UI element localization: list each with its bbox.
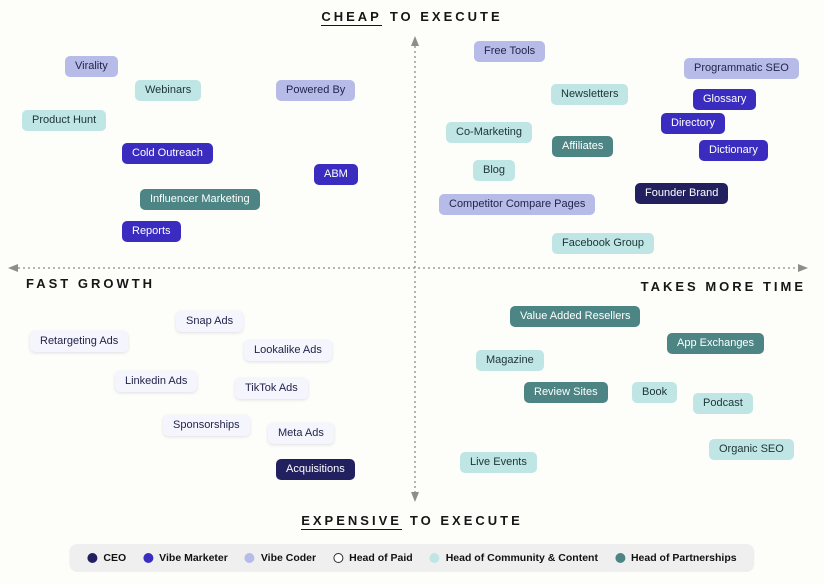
legend-label: Head of Partnerships — [630, 552, 737, 564]
channel-tag: Programmatic SEO — [684, 58, 799, 79]
channel-tag: Virality — [65, 56, 118, 77]
channel-tag: Linkedin Ads — [115, 371, 198, 392]
axis-label-expensive-word: EXPENSIVE — [301, 513, 402, 530]
axis-label-cheap: CHEAP TO EXECUTE — [0, 9, 824, 26]
legend-label: CEO — [103, 552, 127, 564]
channel-tag: Facebook Group — [552, 233, 654, 254]
channel-tag: Podcast — [693, 393, 753, 414]
channel-tag: Book — [632, 382, 678, 403]
channel-tag: Co-Marketing — [446, 122, 533, 143]
channel-tag: Founder Brand — [635, 183, 729, 204]
channel-tag: Review Sites — [524, 382, 608, 403]
channel-tag: ABM — [314, 164, 358, 185]
legend-color-dot — [614, 553, 625, 563]
legend-item: CEO — [87, 552, 126, 564]
arrow-down-icon — [411, 492, 419, 502]
axis-label-cheap-rest: TO EXECUTE — [389, 9, 503, 24]
legend-item: Head of Partnerships — [614, 552, 737, 564]
legend-label: Head of Paid — [349, 552, 413, 564]
channel-tag: Free Tools — [474, 41, 546, 62]
channel-tag: Blog — [473, 160, 516, 181]
channel-tag: Directory — [661, 113, 726, 134]
channel-tag: Retargeting Ads — [30, 331, 129, 352]
legend-item: Vibe Coder — [244, 552, 317, 564]
channel-tag: Value Added Resellers — [510, 306, 641, 327]
channel-tag: Newsletters — [551, 84, 629, 105]
channel-tag: Influencer Marketing — [140, 189, 260, 210]
axis-label-takes-more-time: TAKES MORE TIME — [640, 279, 806, 294]
axis-label-expensive-rest: TO EXECUTE — [409, 513, 523, 528]
channel-tag: Powered By — [276, 80, 356, 101]
channel-tag: TikTok Ads — [235, 378, 308, 399]
legend-color-dot — [429, 553, 440, 563]
channel-tag: Product Hunt — [22, 110, 107, 131]
arrow-up-icon — [411, 36, 419, 46]
channel-tag: Lookalike Ads — [244, 340, 332, 361]
legend-color-dot — [143, 553, 154, 563]
legend-item: Head of Community & Content — [429, 552, 598, 564]
channel-tag: App Exchanges — [667, 333, 765, 354]
legend-item: Head of Paid — [333, 552, 413, 564]
channel-tag: Organic SEO — [709, 439, 794, 460]
channel-tag: Competitor Compare Pages — [439, 194, 596, 215]
arrow-right-icon — [798, 264, 808, 272]
channel-tag: Affiliates — [552, 136, 614, 157]
channel-tag: Acquisitions — [276, 459, 355, 480]
channel-tag: Cold Outreach — [122, 143, 213, 164]
channel-tag: Live Events — [460, 452, 537, 473]
axis-label-cheap-word: CHEAP — [321, 9, 382, 26]
legend-label: Vibe Coder — [260, 552, 317, 564]
legend-color-dot — [87, 553, 98, 563]
channel-tag: Meta Ads — [268, 423, 334, 444]
axis-label-fast-growth: FAST GROWTH — [26, 276, 156, 291]
axis-label-expensive: EXPENSIVE TO EXECUTE — [0, 513, 824, 530]
channel-tag: Glossary — [693, 89, 757, 110]
legend: CEO Vibe Marketer Vibe Coder Head of Paid He… — [69, 544, 755, 572]
legend-item: Vibe Marketer — [143, 552, 228, 564]
legend-label: Vibe Marketer — [159, 552, 228, 564]
legend-color-dot — [333, 553, 344, 563]
channel-tag: Sponsorships — [163, 415, 250, 436]
channel-tag: Magazine — [476, 350, 544, 371]
channel-tag: Webinars — [135, 80, 202, 101]
legend-color-dot — [244, 553, 255, 563]
channel-tag: Reports — [122, 221, 181, 242]
channel-tag: Dictionary — [699, 140, 768, 161]
channel-tag: Snap Ads — [176, 311, 244, 332]
arrow-left-icon — [8, 264, 18, 272]
legend-label: Head of Community & Content — [445, 552, 598, 564]
